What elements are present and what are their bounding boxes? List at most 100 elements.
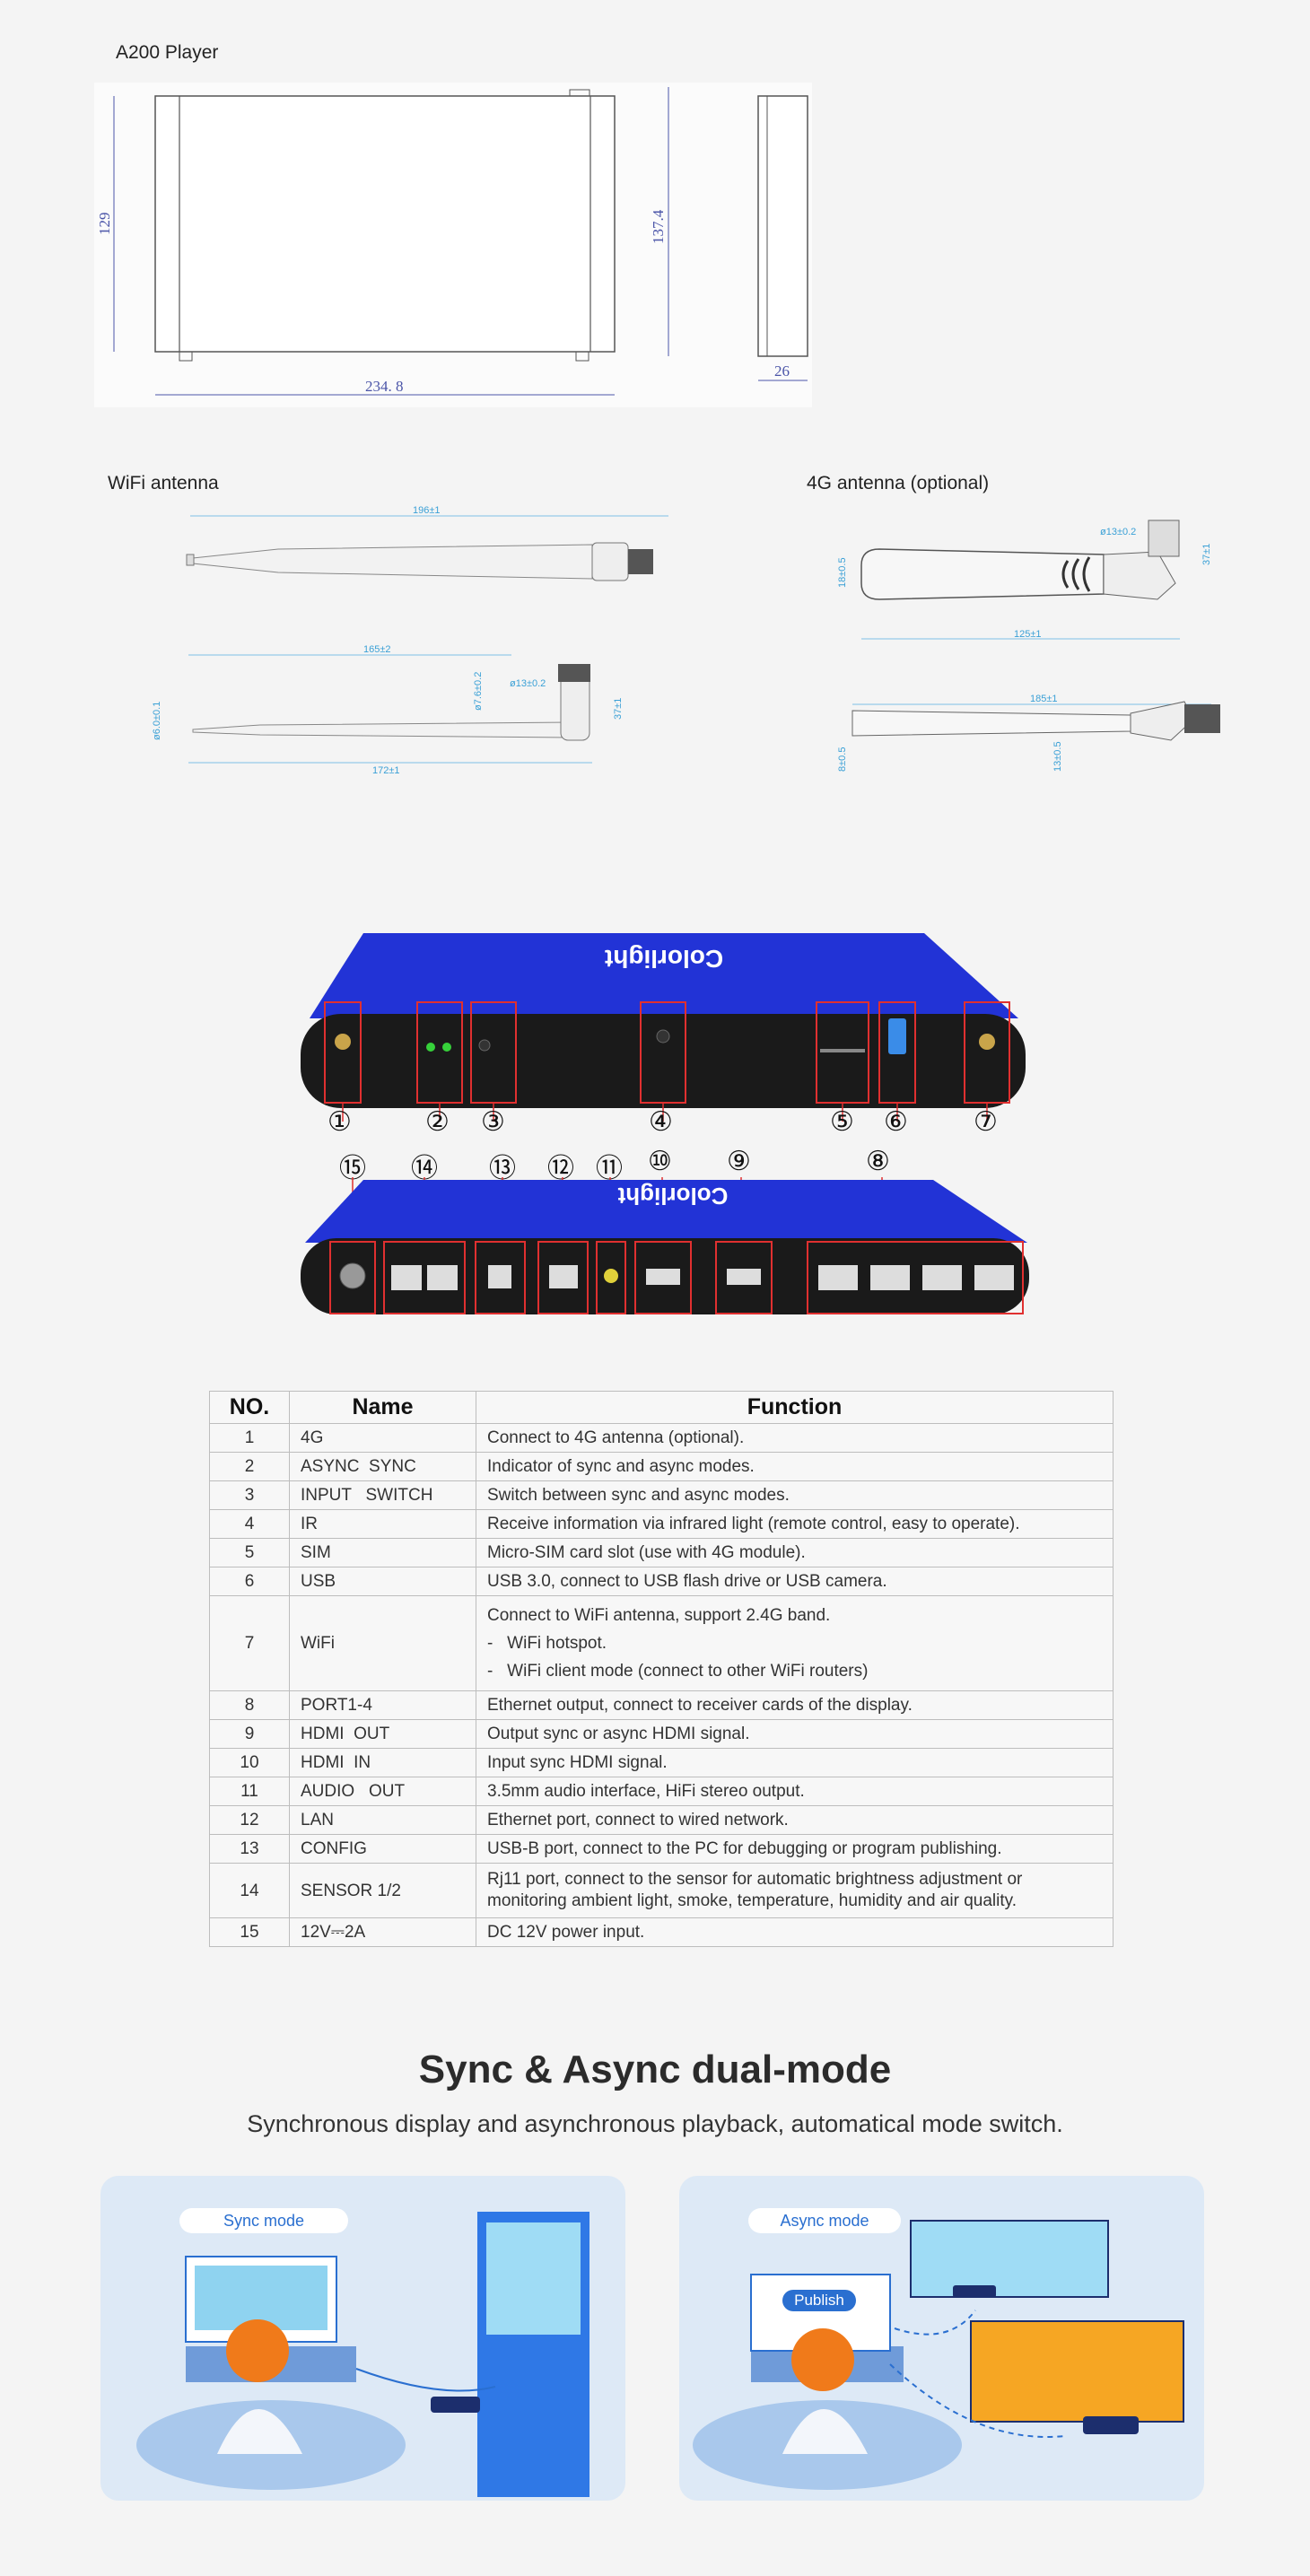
g4-dim-w: 125±1 bbox=[1014, 629, 1042, 640]
cell-function: 3.5mm audio interface, HiFi stereo outpu… bbox=[476, 1777, 1114, 1806]
callout-4: ④ bbox=[649, 1107, 673, 1137]
cell-no: 4 bbox=[209, 1509, 290, 1539]
async-illustration bbox=[693, 2220, 1184, 2490]
player-width: 234. 8 bbox=[365, 378, 404, 395]
cell-no: 8 bbox=[209, 1690, 290, 1720]
callout-5: ⑤ bbox=[830, 1107, 854, 1137]
cell-name: INPUT SWITCH bbox=[289, 1480, 476, 1510]
callout-11: ⑪ bbox=[596, 1154, 623, 1183]
callout-12: ⑫ bbox=[547, 1154, 574, 1183]
g4-dim-small: 13±0.5 bbox=[1052, 741, 1063, 772]
cell-name: HDMI IN bbox=[289, 1748, 476, 1777]
player-height-left: 129 bbox=[96, 213, 113, 236]
sync-illustration bbox=[136, 2212, 590, 2497]
callout-8: ⑧ bbox=[866, 1147, 890, 1176]
cell-no: 12 bbox=[209, 1805, 290, 1835]
g4-dim-l: 185±1 bbox=[1030, 694, 1058, 704]
front-callouts: ① ② ③ ④ ⑤ ⑥ ⑦ bbox=[0, 1106, 1310, 1142]
header-no: NO. bbox=[209, 1391, 290, 1424]
cell-no: 13 bbox=[209, 1834, 290, 1864]
cell-name: AUDIO OUT bbox=[289, 1777, 476, 1806]
callout-9: ⑨ bbox=[727, 1147, 751, 1176]
cell-name: WiFi bbox=[289, 1595, 476, 1691]
table-row: 7 WiFi Connect to WiFi antenna, support … bbox=[209, 1595, 1114, 1691]
table-row: 14 SENSOR 1/2 Rj11 port, connect to the … bbox=[209, 1863, 1114, 1918]
cell-function: DC 12V power input. bbox=[476, 1917, 1114, 1947]
cell-function: Switch between sync and async modes. bbox=[476, 1480, 1114, 1510]
cell-name: SENSOR 1/2 bbox=[289, 1863, 476, 1918]
cell-name: SIM bbox=[289, 1538, 476, 1567]
wifi-antenna-label: WiFi antenna bbox=[108, 473, 219, 493]
g4-dim-ht: 37±1 bbox=[1201, 544, 1212, 565]
cell-function: Connect to 4G antenna (optional). bbox=[476, 1423, 1114, 1453]
wifi-dim-dia-right: ø13±0.2 bbox=[510, 678, 546, 689]
cell-function-multi: Rj11 port, connect to the sensor for aut… bbox=[476, 1863, 1114, 1918]
async-mode-card: Async mode Publish bbox=[679, 2176, 1204, 2501]
header-function: Function bbox=[476, 1391, 1114, 1424]
g4-dim-side: 18±0.5 bbox=[837, 557, 848, 588]
cell-no: 3 bbox=[209, 1480, 290, 1510]
device-back-illustration: Colorlight bbox=[301, 1177, 1029, 1314]
cell-function: Input sync HDMI signal. bbox=[476, 1748, 1114, 1777]
wifi-dim-d2: 172±1 bbox=[372, 765, 400, 776]
player-dimension-drawing: 129 137.4 234. 8 26 bbox=[94, 83, 812, 407]
device-front-illustration: Colorlight bbox=[301, 933, 1026, 1122]
cell-no: 7 bbox=[209, 1595, 290, 1691]
cell-function: Micro-SIM card slot (use with 4G module)… bbox=[476, 1538, 1114, 1567]
back-brand: Colorlight bbox=[617, 1183, 728, 1209]
sync-mode-label: Sync mode bbox=[179, 2208, 348, 2233]
modes-subtitle: Synchronous display and asynchronous pla… bbox=[247, 2110, 1063, 2137]
cell-name: ASYNC SYNC bbox=[289, 1452, 476, 1481]
publish-button[interactable]: Publish bbox=[782, 2290, 856, 2311]
player-label: A200 Player bbox=[116, 42, 219, 63]
cell-name: CONFIG bbox=[289, 1834, 476, 1864]
sensor-desc-1: Rj11 port, connect to the sensor for aut… bbox=[487, 1870, 1023, 1889]
wifi-antenna-drawing: 196±1 165±2 172±1 ø6.0±0.1 ø13±0.2 ø7.6±… bbox=[153, 505, 668, 776]
cell-no: 14 bbox=[209, 1863, 290, 1918]
antenna-4g-drawing: 125±1 ø13±0.2 37±1 18±0.5 185±1 8±0.5 13… bbox=[837, 520, 1220, 772]
wifi-desc: Connect to WiFi antenna, support 2.4G ba… bbox=[487, 1606, 831, 1625]
cell-no: 2 bbox=[209, 1452, 290, 1481]
cell-name: USB bbox=[289, 1567, 476, 1596]
cell-no: 5 bbox=[209, 1538, 290, 1567]
callout-2: ② bbox=[425, 1107, 450, 1137]
player-height-right: 137.4 bbox=[650, 209, 667, 244]
sync-mode-card: Sync mode bbox=[100, 2176, 625, 2501]
g4-dim-thin: 8±0.5 bbox=[837, 747, 848, 772]
callout-10: ⑩ bbox=[648, 1147, 672, 1176]
cell-function: USB 3.0, connect to USB flash drive or U… bbox=[476, 1567, 1114, 1596]
cell-name: LAN bbox=[289, 1805, 476, 1835]
cell-name: IR bbox=[289, 1509, 476, 1539]
cell-function: Ethernet port, connect to wired network. bbox=[476, 1805, 1114, 1835]
table-header-row: NO. Name Function bbox=[209, 1391, 1114, 1424]
wifi-client: - WiFi client mode (connect to other WiF… bbox=[487, 1662, 869, 1681]
cell-no: 11 bbox=[209, 1777, 290, 1806]
callout-1: ① bbox=[328, 1107, 352, 1137]
cell-function: Indicator of sync and async modes. bbox=[476, 1452, 1114, 1481]
cell-no: 6 bbox=[209, 1567, 290, 1596]
wifi-dim-d1: 165±2 bbox=[363, 644, 391, 655]
cell-no: 10 bbox=[209, 1748, 290, 1777]
g4-dim-dia: ø13±0.2 bbox=[1100, 527, 1136, 537]
wifi-dim-ht: 37±1 bbox=[613, 698, 624, 720]
cell-function: USB-B port, connect to the PC for debugg… bbox=[476, 1834, 1114, 1864]
wifi-dim-dia-left: ø6.0±0.1 bbox=[153, 702, 162, 740]
wifi-hotspot: - WiFi hotspot. bbox=[487, 1634, 607, 1653]
sensor-desc-2: monitoring ambient light, smoke, tempera… bbox=[487, 1891, 1017, 1910]
callout-6: ⑥ bbox=[884, 1107, 908, 1137]
front-brand: Colorlight bbox=[605, 945, 723, 973]
cell-name: 4G bbox=[289, 1423, 476, 1453]
